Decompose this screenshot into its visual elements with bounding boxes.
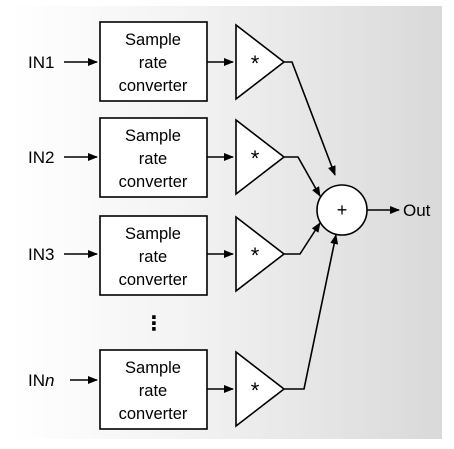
gain-symbol-3: *: [251, 243, 260, 268]
converter-n-line1: Sample: [125, 359, 181, 377]
channel-3: IN3 Sample rate converter *: [28, 215, 321, 296]
channel-ellipsis: ⋮: [144, 311, 164, 335]
converter-n-line3: converter: [119, 405, 188, 423]
output-label: Out: [403, 201, 431, 220]
gain-symbol-1: *: [251, 51, 260, 76]
gain-triangle-2: [235, 118, 286, 196]
converter-3-line3: converter: [119, 271, 188, 289]
diagram-background: [10, 6, 442, 439]
converter-2-line2: rate: [139, 150, 167, 168]
gain-to-sum-arrow-n: [284, 234, 339, 390]
converter-3-line1: Sample: [125, 225, 181, 243]
channel-2: IN2 Sample rate converter *: [28, 117, 321, 198]
summing-junction: + Out: [316, 184, 431, 236]
input-label-1: IN1: [28, 53, 54, 72]
converter-box-2: [99, 117, 208, 198]
converter-2-line3: converter: [119, 173, 188, 191]
converter-3-line2: rate: [139, 248, 167, 266]
gain-triangle-3: [235, 215, 286, 293]
input-label-n: INn: [28, 371, 54, 390]
converter-1-line2: rate: [139, 54, 167, 72]
gain-symbol-2: *: [251, 146, 260, 171]
gain-to-sum-arrow-2: [284, 156, 321, 197]
input-label-3: IN3: [28, 245, 54, 264]
gain-to-sum-arrow-1: [284, 61, 336, 176]
summer-symbol: +: [337, 200, 348, 220]
converter-n-line2: rate: [139, 382, 167, 400]
gain-triangle-1: [235, 23, 286, 101]
gain-symbol-n: *: [251, 378, 260, 403]
channel-1: IN1 Sample rate converter *: [28, 21, 336, 176]
converter-box-3: [99, 215, 208, 296]
converter-2-line1: Sample: [125, 127, 181, 145]
converter-1-line1: Sample: [125, 31, 181, 49]
converter-box-n: [99, 349, 208, 430]
channel-n: INn Sample rate converter *: [28, 234, 339, 430]
input-label-2: IN2: [28, 148, 54, 167]
gain-to-sum-arrow-3: [284, 222, 321, 255]
converter-1-line3: converter: [119, 77, 188, 95]
converter-box-1: [99, 21, 208, 102]
gain-triangle-n: [235, 350, 286, 428]
